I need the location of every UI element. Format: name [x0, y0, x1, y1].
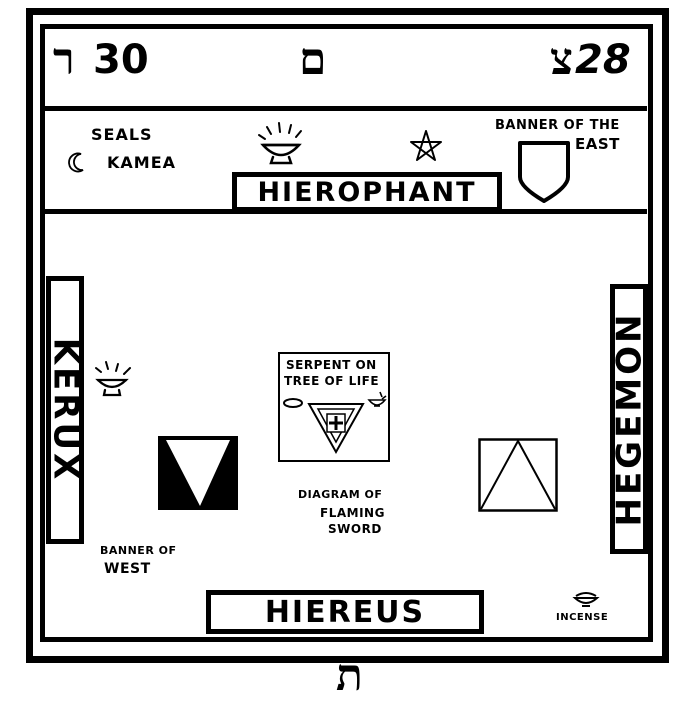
hierophant-label: HIEROPHANT — [257, 176, 477, 208]
kerux-lamp-icon — [92, 360, 138, 400]
pentagram-icon — [409, 129, 443, 163]
east-band: SEALS KAMEA BANNER OF THE EAST — [45, 111, 643, 209]
kerux-station: KERUX — [45, 276, 86, 544]
lamp-icon — [253, 121, 309, 171]
black-pillar-square-icon — [158, 436, 238, 510]
altar-box: SERPENT ON TREE OF LIFE — [278, 352, 390, 462]
white-pillar-square-icon — [478, 438, 558, 512]
altar-label-line1: SERPENT ON — [286, 358, 377, 372]
hebrew-tzaddi-letter: צ — [550, 34, 574, 85]
sword-label-line3: SWORD — [328, 522, 382, 536]
hegemon-station: HEGEMON — [609, 284, 650, 554]
top-band-divider — [42, 106, 647, 111]
seals-label: SEALS — [91, 125, 153, 144]
banner-west-label-line2: WEST — [104, 561, 151, 577]
hebrew-resh-letter: ר — [53, 34, 75, 85]
crescent-moon-icon — [67, 151, 89, 173]
sword-label-line1: DIAGRAM OF — [298, 488, 383, 501]
banner-west-label-line1: BANNER OF — [100, 544, 177, 557]
banner-east-label-line2: EAST — [575, 135, 620, 153]
top-band: ר 30 ם צ 28 — [45, 30, 643, 106]
hebrew-tav-letter: ת — [336, 650, 363, 701]
banner-east-label-line1: BANNER OF THE — [495, 118, 620, 133]
hierophant-station: HIEROPHANT — [232, 172, 502, 212]
hebrew-final-mem-letter: ם — [299, 34, 327, 85]
temple-outer-frame — [26, 8, 669, 663]
hegemon-label: HEGEMON — [609, 311, 650, 527]
incense-label: INCENSE — [556, 612, 609, 623]
banner-of-the-east-shield-icon — [515, 139, 573, 205]
kamea-label: KAMEA — [107, 153, 177, 172]
number-twenty-eight: 28 — [575, 37, 631, 83]
triangle-with-cross-icon — [306, 400, 366, 456]
sword-label-line2: FLAMING — [320, 506, 385, 520]
altar-lamp-icon — [366, 390, 388, 412]
hiereus-label: HIEREUS — [264, 594, 426, 630]
kerux-label: KERUX — [45, 337, 86, 483]
temple-inner-frame — [40, 24, 653, 642]
incense-burner-icon — [572, 588, 600, 610]
number-thirty: 30 — [93, 37, 149, 83]
hiereus-station: HIEREUS — [206, 590, 484, 634]
altar-label-line2: TREE OF LIFE — [284, 374, 380, 388]
altar-bowl-icon — [282, 394, 304, 408]
